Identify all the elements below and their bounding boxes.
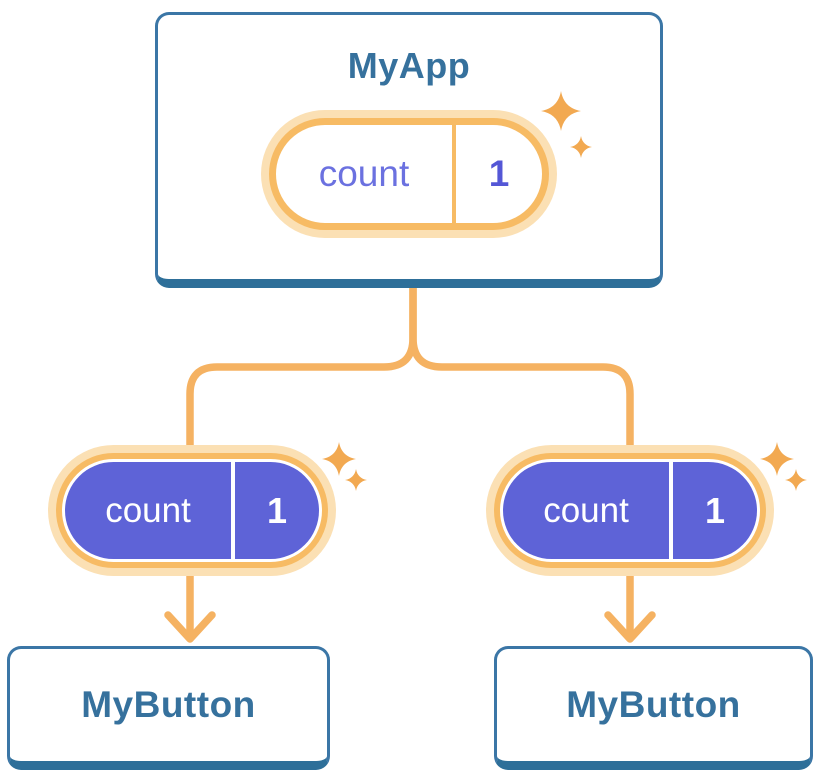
state-pill-root-halo: count 1 <box>261 110 557 238</box>
root-component-name: MyApp <box>347 45 471 86</box>
pill-divider <box>231 462 235 559</box>
state-pill-right-ring: count 1 <box>494 453 766 568</box>
component-card-child-left: MyButton <box>7 646 330 770</box>
pill-divider <box>669 462 673 559</box>
state-pill-root-body: count 1 <box>269 118 549 230</box>
sparkle-icon <box>541 91 593 159</box>
sparkle-small-star-icon <box>785 469 807 492</box>
state-name-label: count <box>543 490 629 530</box>
arrowhead-right-icon <box>604 611 656 643</box>
state-pill-right-halo: count 1 <box>486 445 774 576</box>
sparkle-big-star-icon <box>322 442 357 477</box>
sparkle-icon <box>322 442 368 492</box>
state-value-label: 1 <box>488 153 510 194</box>
sparkle-big-star-icon <box>541 91 582 132</box>
state-pill-right-body: count 1 <box>503 462 757 559</box>
state-pill-left-body: count 1 <box>65 462 319 559</box>
state-name-label: count <box>318 153 410 194</box>
state-value-label: 1 <box>266 489 288 531</box>
state-pill-child-left: count 1 <box>48 445 336 576</box>
state-pill-child-right: count 1 <box>486 445 774 576</box>
state-pill-left-ring: count 1 <box>56 453 328 568</box>
state-name-label: count <box>105 490 191 530</box>
sparkle-big-star-icon <box>760 442 795 477</box>
state-pill-root: count 1 <box>261 110 557 238</box>
component-card-root: MyApp count 1 <box>155 12 663 288</box>
arrowhead-left-icon <box>164 611 216 643</box>
pill-divider <box>452 125 456 223</box>
state-pill-left-halo: count 1 <box>48 445 336 576</box>
state-value-label: 1 <box>704 489 726 531</box>
sparkle-small-star-icon <box>345 469 368 492</box>
component-card-child-right: MyButton <box>494 646 813 770</box>
sparkle-icon <box>760 442 807 492</box>
sparkle-small-star-icon <box>570 136 593 159</box>
connector-right-branch <box>409 284 634 640</box>
